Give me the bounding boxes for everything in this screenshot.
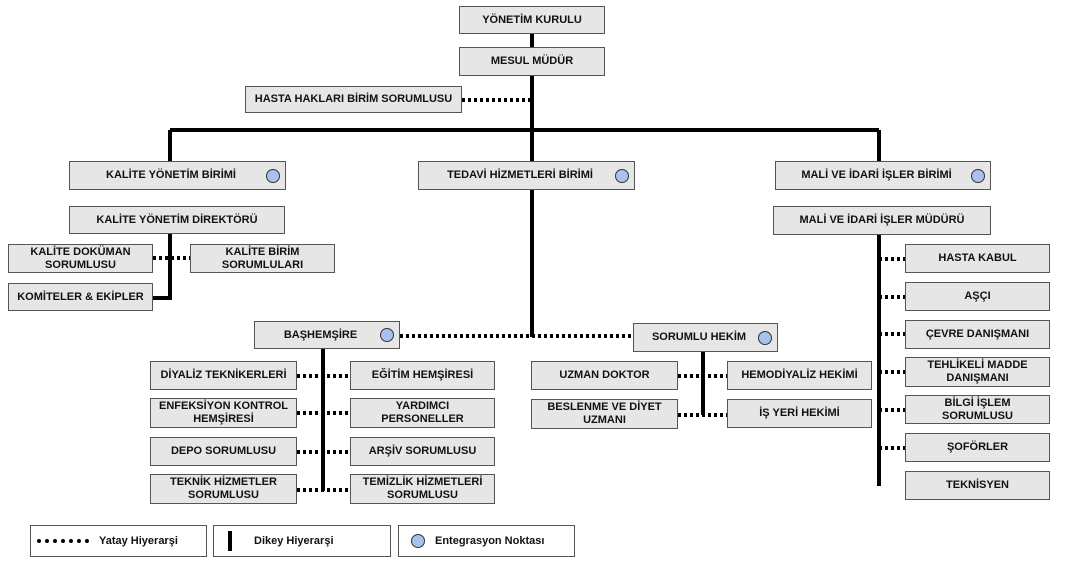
legend-integration: Entegrasyon Noktası: [398, 525, 575, 557]
node-label: TEKNİSYEN: [946, 479, 1009, 491]
node-yonetim-kurulu: YÖNETİM KURULU: [459, 6, 605, 34]
node-label: MESUL MÜDÜR: [490, 55, 574, 67]
node-tehlikeli-madde: TEHLİKELİ MADDE DANIŞMANI: [905, 357, 1050, 387]
node-depo-sorumlusu: DEPO SORUMLUSU: [150, 437, 297, 466]
legend-label: Entegrasyon Noktası: [435, 535, 545, 547]
node-arsiv-sorumlusu: ARŞİV SORUMLUSU: [350, 437, 495, 466]
node-uzman-doktor: UZMAN DOKTOR: [531, 361, 678, 390]
node-label: YARDIMCI PERSONELLER: [381, 400, 464, 425]
node-teknik-hizmetler: TEKNİK HİZMETLER SORUMLUSU: [150, 474, 297, 504]
node-label: YÖNETİM KURULU: [482, 13, 582, 26]
integration-point-icon: [380, 328, 394, 342]
node-asci: AŞÇI: [905, 282, 1050, 311]
node-komiteler: KOMİTELER & EKİPLER: [8, 283, 153, 311]
node-mali-idari-birimi: MALİ VE İDARİ İŞLER BİRİMİ: [775, 161, 991, 190]
node-label: TEHLİKELİ MADDE DANIŞMANI: [927, 359, 1028, 384]
node-label: MALİ VE İDARİ İŞLER BİRİMİ: [801, 169, 952, 181]
node-label: EĞİTİM HEMŞİRESİ: [371, 369, 474, 381]
node-diyaliz-teknikerleri: DİYALİZ TEKNİKERLERİ: [150, 361, 297, 390]
node-egitim-hemsiresi: EĞİTİM HEMŞİRESİ: [350, 361, 495, 390]
node-mesul-mudur: MESUL MÜDÜR: [459, 47, 605, 76]
node-beslenme-diyet: BESLENME VE DİYET UZMANI: [531, 399, 678, 429]
node-mali-idari-muduru: MALİ VE İDARİ İŞLER MÜDÜRÜ: [773, 206, 991, 235]
node-kalite-yonetim-birimi: KALİTE YÖNETİM BİRİMİ: [69, 161, 286, 190]
node-label: ÇEVRE DANIŞMANI: [925, 328, 1030, 340]
node-label: DEPO SORUMLUSU: [170, 445, 277, 457]
node-kalite-direktoru: KALİTE YÖNETİM DİREKTÖRÜ: [69, 206, 285, 234]
node-label: HEMODİYALİZ HEKİMİ: [741, 369, 858, 381]
node-is-yeri-hekimi: İŞ YERİ HEKİMİ: [727, 399, 872, 428]
node-bilgi-islem: BİLGİ İŞLEM SORUMLUSU: [905, 395, 1050, 424]
node-soforler: ŞOFÖRLER: [905, 433, 1050, 462]
node-label: MALİ VE İDARİ İŞLER MÜDÜRÜ: [799, 214, 965, 226]
integration-point-icon: [758, 330, 772, 345]
node-label: İŞ YERİ HEKİMİ: [759, 407, 840, 419]
node-enfeksiyon-kontrol: ENFEKSİYON KONTROL HEMŞİRESİ: [150, 398, 297, 428]
node-teknisyen: TEKNİSYEN: [905, 471, 1050, 500]
integration-point-icon: [266, 168, 280, 183]
node-label: SORUMLU HEKİM: [651, 331, 747, 343]
node-sorumlu-hekim: SORUMLU HEKİM: [633, 323, 778, 352]
node-label: KALİTE BİRİM SORUMLULARI: [221, 245, 304, 271]
legend-horizontal: Yatay Hiyerarşi: [30, 525, 207, 557]
node-label: HASTA HAKLARI BİRİM SORUMLUSU: [254, 93, 453, 105]
node-label: TEMİZLİK HİZMETLERİ SORUMLUSU: [362, 476, 483, 501]
integration-point-icon: [615, 168, 629, 183]
node-label: ARŞİV SORUMLUSU: [368, 445, 477, 457]
dotted-line-icon: [37, 539, 89, 543]
node-label: AŞÇI: [964, 290, 991, 302]
legend-label: Yatay Hiyerarşi: [99, 535, 178, 547]
node-label: ENFEKSİYON KONTROL HEMŞİRESİ: [159, 400, 288, 425]
node-label: KALİTE YÖNETİM DİREKTÖRÜ: [96, 213, 258, 226]
node-label: TEDAVİ HİZMETLERİ BİRİMİ: [447, 169, 593, 181]
node-label: DİYALİZ TEKNİKERLERİ: [160, 369, 287, 381]
node-bashemsire: BAŞHEMŞİRE: [254, 321, 400, 349]
node-hasta-haklari: HASTA HAKLARI BİRİM SORUMLUSU: [245, 86, 462, 113]
node-label: BİLGİ İŞLEM SORUMLUSU: [942, 396, 1013, 422]
node-label: ŞOFÖRLER: [946, 441, 1009, 453]
node-cevre-danismani: ÇEVRE DANIŞMANI: [905, 320, 1050, 349]
node-kalite-dokuman: KALİTE DOKÜMAN SORUMLUSU: [8, 244, 153, 273]
node-kalite-birim-sorumlulari: KALİTE BİRİM SORUMLULARI: [190, 244, 335, 273]
node-label: KALİTE DOKÜMAN SORUMLUSU: [30, 245, 131, 271]
node-label: BESLENME VE DİYET UZMANI: [547, 401, 662, 426]
node-tedavi-hizmetleri: TEDAVİ HİZMETLERİ BİRİMİ: [418, 161, 635, 190]
node-yardimci-personeller: YARDIMCI PERSONELLER: [350, 398, 495, 428]
solid-line-icon: [228, 531, 232, 551]
integration-point-icon: [411, 534, 425, 548]
legend-label: Dikey Hiyerarşi: [254, 535, 334, 547]
integration-point-icon: [971, 168, 985, 183]
node-hemodiyaliz-hekimi: HEMODİYALİZ HEKİMİ: [727, 361, 872, 390]
node-temizlik-hizmetleri: TEMİZLİK HİZMETLERİ SORUMLUSU: [350, 474, 495, 504]
node-label: KOMİTELER & EKİPLER: [17, 290, 144, 303]
node-label: BAŞHEMŞİRE: [283, 328, 358, 341]
node-label: HASTA KABUL: [938, 252, 1017, 264]
node-label: TEKNİK HİZMETLER SORUMLUSU: [170, 476, 277, 501]
node-label: UZMAN DOKTOR: [559, 369, 650, 381]
legend-vertical: Dikey Hiyerarşi: [213, 525, 391, 557]
node-hasta-kabul: HASTA KABUL: [905, 244, 1050, 273]
node-label: KALİTE YÖNETİM BİRİMİ: [106, 169, 236, 181]
